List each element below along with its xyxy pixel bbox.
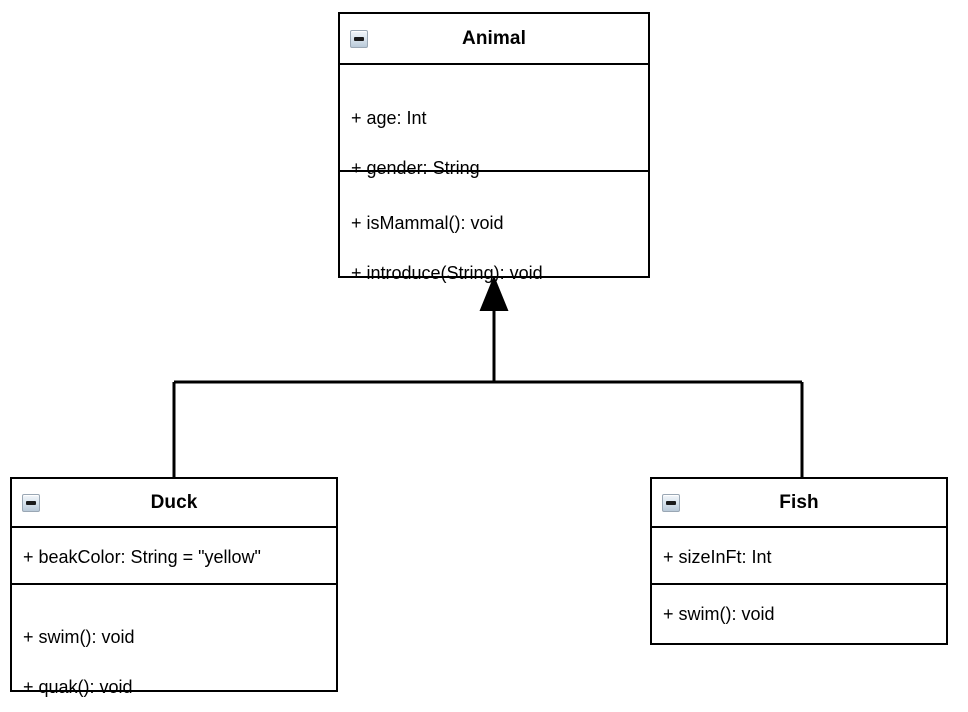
class-title-compartment-animal: Animal	[340, 14, 648, 65]
class-name-fish: Fish	[779, 491, 819, 513]
collapse-minus-icon[interactable]	[662, 493, 680, 512]
collapse-minus-icon[interactable]	[22, 493, 40, 512]
class-method: + swim(): void	[663, 604, 775, 624]
class-attribute: + sizeInFt: Int	[663, 546, 772, 567]
class-methods-compartment-duck: + swim(): void + quak(): void	[12, 585, 336, 696]
class-methods-compartment-fish: + swim(): void	[652, 585, 946, 643]
collapse-minus-bar	[354, 36, 364, 41]
class-name-duck: Duck	[150, 491, 198, 513]
class-attribute: + age: Int	[351, 108, 427, 128]
class-attribute: + beakColor: String = "yellow"	[23, 546, 261, 567]
class-method: + swim(): void	[23, 627, 135, 647]
class-box-fish[interactable]: Fish + sizeInFt: Int + swim(): void	[650, 477, 948, 645]
class-method: + quak(): void	[23, 677, 133, 697]
collapse-minus-bar	[666, 500, 676, 505]
class-method: + isMammal(): void	[351, 213, 504, 233]
class-name-animal: Animal	[462, 27, 526, 49]
class-title-compartment-fish: Fish	[652, 479, 946, 528]
class-methods-compartment-animal: + isMammal(): void + introduce(String): …	[340, 172, 648, 282]
class-title-compartment-duck: Duck	[12, 479, 336, 528]
class-attributes-compartment-animal: + age: Int + gender: String	[340, 65, 648, 177]
diagram-canvas: Animal + age: Int + gender: String + isM…	[10, 12, 948, 696]
class-attributes-compartment-fish: + sizeInFt: Int	[652, 528, 946, 585]
class-box-animal[interactable]: Animal + age: Int + gender: String + isM…	[338, 12, 650, 282]
class-attributes-compartment-duck: + beakColor: String = "yellow"	[12, 528, 336, 585]
class-method: + introduce(String): void	[351, 263, 543, 283]
class-box-duck[interactable]: Duck + beakColor: String = "yellow" + sw…	[10, 477, 338, 696]
collapse-minus-icon[interactable]	[350, 29, 368, 48]
collapse-minus-bar	[26, 500, 36, 505]
class-attribute: + gender: String	[351, 158, 480, 178]
